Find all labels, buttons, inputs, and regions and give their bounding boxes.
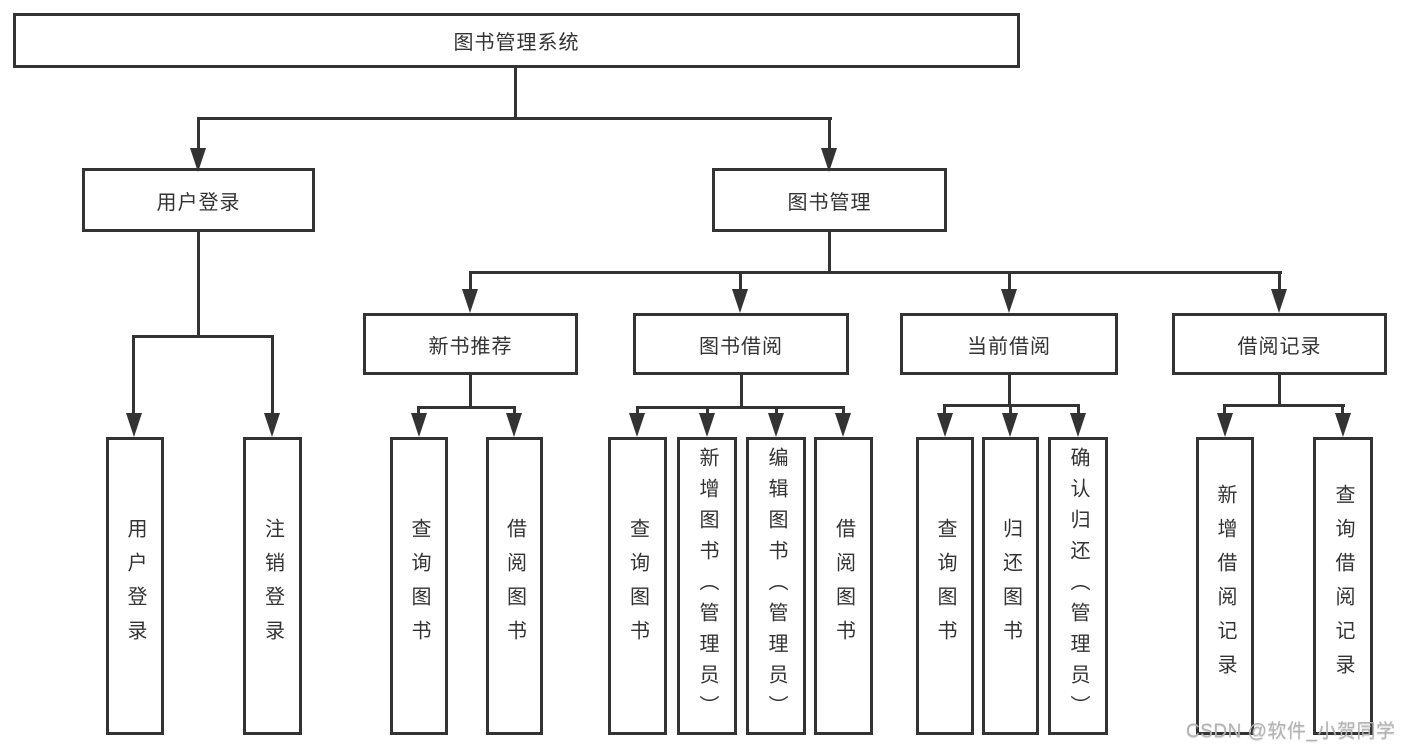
connector-line — [636, 406, 844, 409]
connector-line — [132, 335, 274, 338]
connector-line — [842, 406, 845, 415]
connector-line — [706, 406, 709, 415]
connector-line — [197, 117, 832, 120]
connector-line — [1009, 404, 1012, 415]
leaf-current-query-books-label: 查询图书 — [934, 518, 956, 654]
node-book-borrow-label: 图书借阅 — [699, 335, 783, 358]
arrow-down — [629, 413, 645, 437]
connector-line — [1077, 404, 1080, 415]
node-borrow-record-label: 借阅记录 — [1237, 335, 1322, 358]
node-borrow-record: 借阅记录 — [1172, 313, 1387, 375]
leaf-borrow-borrow-books: 借阅图书 — [814, 437, 873, 735]
connector-line — [1278, 375, 1281, 407]
arrow-down — [126, 413, 142, 437]
leaf-logout-label: 注销登录 — [261, 518, 284, 654]
connector-line — [197, 232, 200, 338]
node-book-management: 图书管理 — [712, 168, 947, 232]
arrow-down — [1001, 289, 1017, 313]
leaf-current-query-books: 查询图书 — [916, 437, 974, 735]
arrow-down — [506, 413, 522, 437]
connector-line — [739, 271, 742, 291]
connector-line — [1278, 271, 1281, 291]
connector-line — [197, 117, 200, 150]
connector-line — [417, 406, 420, 415]
leaf-recommend-query-books: 查询图书 — [390, 437, 448, 735]
leaf-borrow-borrow-books-label: 借阅图书 — [832, 518, 855, 654]
leaf-borrow-add-books-admin: 新增图书（管理员） — [677, 437, 737, 735]
leaf-user-login-label: 用户登录 — [124, 518, 146, 654]
arrow-down — [462, 289, 478, 313]
connector-line — [469, 375, 472, 409]
connector-line — [514, 68, 517, 118]
arrow-down — [190, 148, 206, 172]
leaf-borrow-query-books: 查询图书 — [608, 437, 667, 735]
connector-line — [1008, 271, 1011, 291]
node-current-borrow: 当前借阅 — [900, 313, 1118, 375]
node-new-book-recommend-label: 新书推荐 — [428, 335, 513, 358]
leaf-record-query-borrow-record-label: 查询借阅记录 — [1332, 484, 1354, 688]
node-current-borrow-label: 当前借阅 — [967, 335, 1051, 358]
connector-line — [132, 335, 135, 415]
leaf-recommend-borrow-books: 借阅图书 — [486, 437, 543, 735]
connector-line — [1008, 375, 1011, 407]
arrow-down — [937, 413, 953, 437]
connector-line — [740, 375, 743, 409]
connector-line — [828, 117, 831, 150]
arrow-down — [835, 413, 851, 437]
leaf-borrow-edit-books-admin: 编辑图书（管理员） — [746, 437, 806, 735]
connector-line — [775, 406, 778, 415]
arrow-down — [411, 413, 427, 437]
leaf-current-return-books-label: 归还图书 — [999, 518, 1022, 654]
connector-line — [469, 271, 472, 291]
leaf-current-confirm-return-admin-label: 确认归还（管理员） — [1067, 446, 1089, 726]
arrow-down — [264, 413, 280, 437]
leaf-record-add-borrow-record: 新增借阅记录 — [1196, 437, 1254, 735]
leaf-current-confirm-return-admin: 确认归还（管理员） — [1048, 437, 1108, 735]
connector-line — [271, 335, 274, 415]
arrow-down — [699, 413, 715, 437]
arrow-down — [821, 148, 837, 172]
arrow-down — [768, 413, 784, 437]
leaf-user-login: 用户登录 — [106, 437, 164, 735]
node-library-system-label: 图书管理系统 — [453, 32, 580, 54]
arrow-down — [1335, 413, 1351, 437]
connector-line — [828, 232, 831, 274]
leaf-record-query-borrow-record: 查询借阅记录 — [1313, 437, 1373, 735]
leaf-current-return-books: 归还图书 — [982, 437, 1039, 735]
leaf-borrow-add-books-admin-label: 新增图书（管理员） — [696, 446, 718, 726]
leaf-recommend-borrow-books-label: 借阅图书 — [503, 518, 526, 654]
connector-line — [1223, 404, 1345, 407]
leaf-recommend-query-books-label: 查询图书 — [408, 518, 430, 654]
node-new-book-recommend: 新书推荐 — [363, 313, 578, 375]
connector-line — [417, 406, 516, 409]
arrow-down — [1070, 413, 1086, 437]
node-book-management-label: 图书管理 — [787, 191, 872, 214]
connector-line — [1223, 404, 1226, 415]
connector-line — [469, 271, 1282, 274]
connector-line — [513, 406, 516, 415]
arrow-down — [732, 289, 748, 313]
leaf-borrow-query-books-label: 查询图书 — [626, 518, 649, 654]
arrow-down — [1217, 413, 1233, 437]
csdn-watermark: CSDN @软件_小贺同学 — [1186, 721, 1396, 742]
connector-line — [943, 404, 946, 415]
leaf-borrow-edit-books-admin-label: 编辑图书（管理员） — [765, 446, 787, 726]
leaf-record-add-borrow-record-label: 新增借阅记录 — [1214, 484, 1236, 688]
node-user-login-label: 用户登录 — [156, 191, 241, 214]
leaf-logout: 注销登录 — [243, 437, 302, 735]
node-library-system: 图书管理系统 — [13, 13, 1020, 68]
node-user-login: 用户登录 — [82, 168, 315, 232]
arrow-down — [1002, 413, 1018, 437]
connector-line — [1341, 404, 1344, 415]
connector-line — [636, 406, 639, 415]
arrow-down — [1271, 289, 1287, 313]
node-book-borrow: 图书借阅 — [633, 313, 849, 375]
